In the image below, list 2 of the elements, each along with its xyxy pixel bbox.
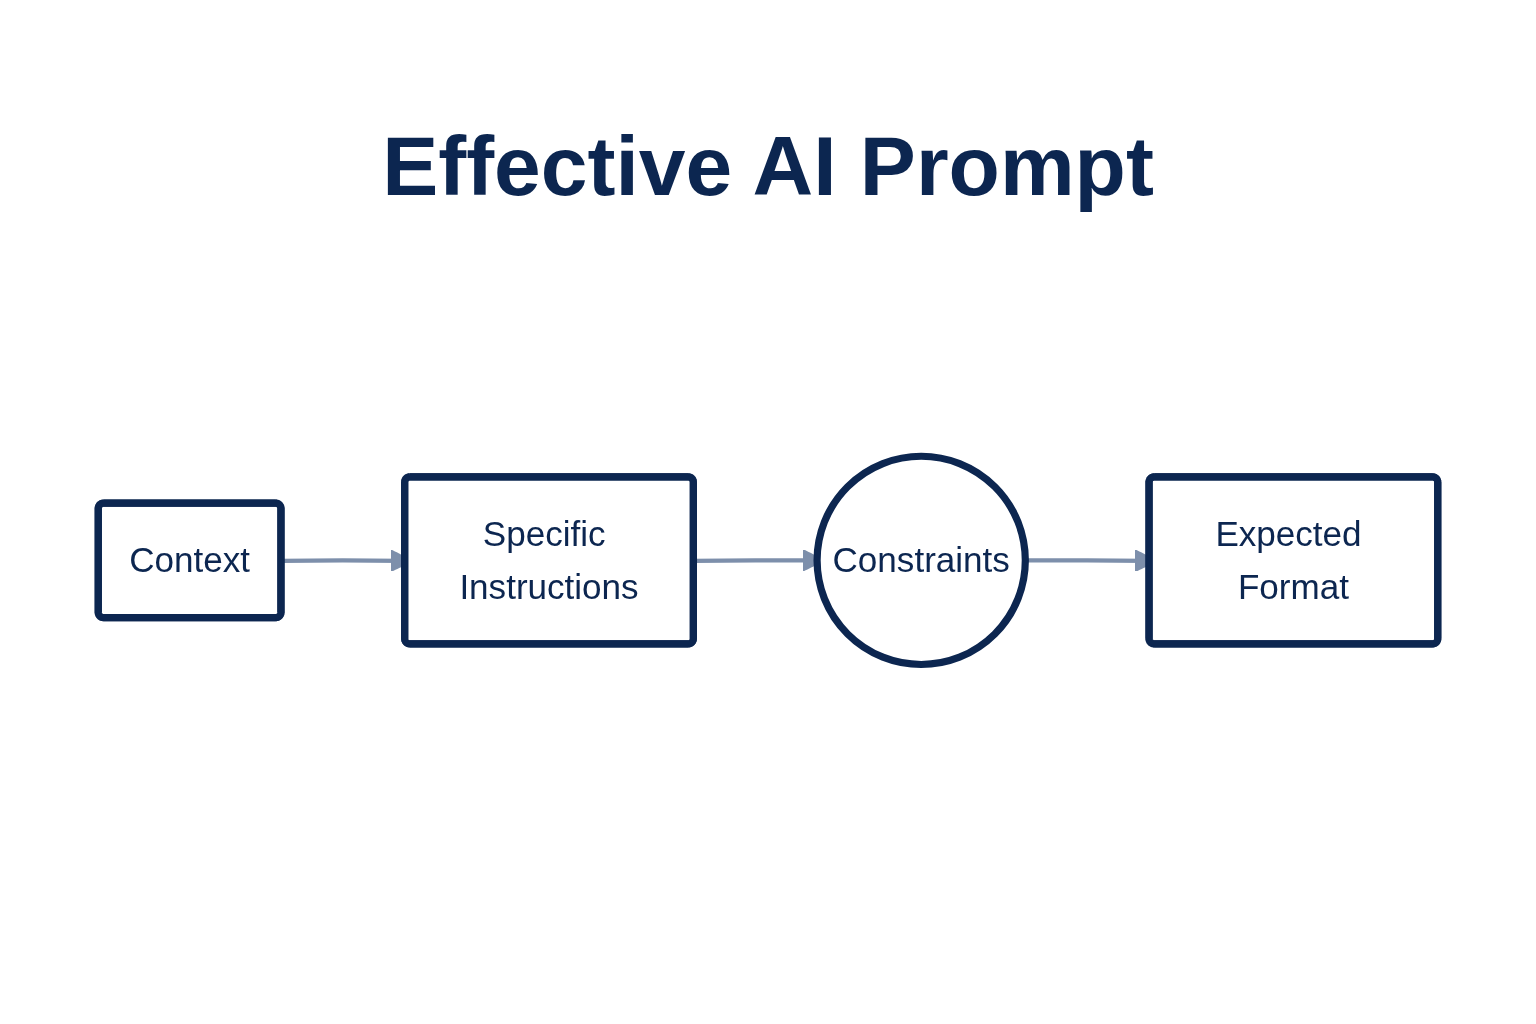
title: Effective AI Prompt xyxy=(382,118,1154,215)
node-circle: Constraints xyxy=(813,452,1029,668)
